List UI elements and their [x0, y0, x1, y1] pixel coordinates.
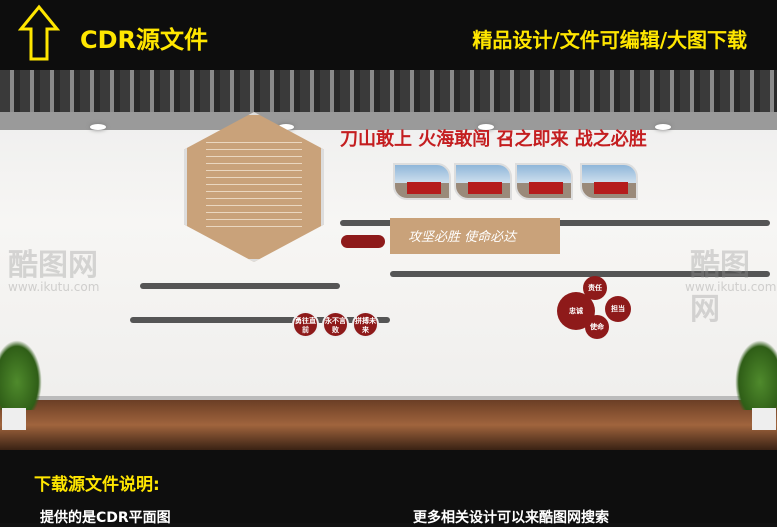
ceiling-light — [278, 124, 294, 130]
plant-right — [735, 340, 777, 410]
wood-floor — [0, 400, 777, 450]
header-banner: CDR源文件 精品设计/文件可编辑/大图下载 — [0, 0, 777, 70]
ceiling-light — [90, 124, 106, 130]
value-circle: 永不言败 — [322, 311, 349, 338]
clover-item: 使命 — [585, 315, 609, 339]
decor-line — [130, 317, 390, 323]
watermark-url: www.ikutu.com — [685, 280, 777, 294]
watermark: 酷图网 — [690, 248, 750, 327]
footer-left-note: 提供的是CDR平面图 — [40, 510, 171, 526]
footer-right-note: 更多相关设计可以来酷图网搜索 — [413, 510, 609, 526]
pot-left — [2, 408, 26, 430]
watermark-url: www.ikutu.com — [8, 280, 100, 294]
fire-truck-photo — [515, 163, 573, 200]
fire-truck-photo — [393, 163, 451, 200]
wall-scene — [0, 70, 777, 450]
footer — [0, 450, 777, 523]
fire-truck-photo — [454, 163, 512, 200]
arrow-up-icon — [18, 4, 60, 61]
fire-truck-photo — [580, 163, 638, 200]
header-tagline: 精品设计/文件可编辑/大图下载 — [472, 28, 747, 52]
slogan: 刀山敢上 火海敢闯 召之即来 战之必胜 — [340, 129, 647, 150]
ceiling-beam — [0, 112, 777, 130]
value-circle: 拼搏未来 — [352, 311, 379, 338]
pot-right — [752, 408, 776, 430]
motto-band: 攻坚必胜 使命必达 — [390, 218, 560, 254]
baseboard — [0, 396, 777, 401]
motto-text: 攻坚必胜 使命必达 — [408, 230, 517, 245]
value-circle: 勇往直前 — [292, 311, 319, 338]
decor-line — [390, 271, 770, 277]
footer-title: 下载源文件说明: — [34, 475, 160, 495]
ceiling-light — [478, 124, 494, 130]
clover-item: 担当 — [605, 296, 631, 322]
ceiling-light — [655, 124, 671, 130]
red-bar — [341, 235, 385, 248]
plant-left — [0, 340, 42, 410]
ceiling — [0, 70, 777, 112]
header-title: CDR源文件 — [80, 26, 209, 54]
hexagon-text — [206, 142, 302, 232]
decor-line — [140, 283, 340, 289]
watermark: 酷图网 — [8, 248, 98, 283]
